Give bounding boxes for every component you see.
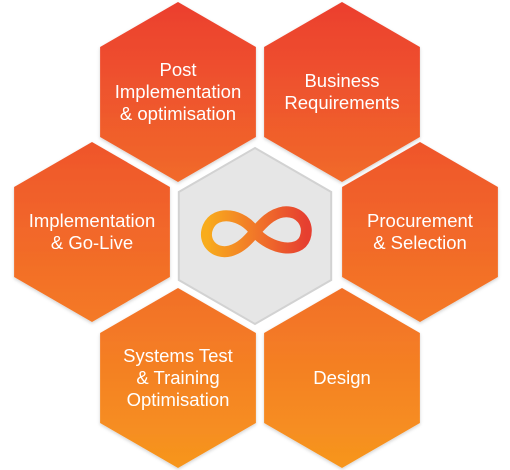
stage-label-line: & Go-Live: [51, 232, 133, 253]
stage-label-line: Design: [313, 367, 371, 388]
stage-label-line: Systems Test: [123, 345, 233, 366]
infinity-loop-icon: [201, 206, 312, 258]
stage-label-line: Requirements: [284, 92, 399, 113]
stage-hexagon-shape: [14, 142, 170, 322]
stage-label-design: Design: [313, 367, 371, 388]
stage-label-line: & Training: [136, 367, 219, 388]
stage-label-line: Business: [304, 70, 379, 91]
stage-label-line: Implementation: [115, 81, 241, 102]
stage-hexagon-shape: [100, 2, 256, 182]
center-hexagon: [177, 146, 333, 326]
stage-hexagon-design: Design: [264, 288, 420, 468]
stage-label-procurement-selection: Procurement& Selection: [367, 210, 473, 253]
infinity-loop-path: [201, 206, 312, 258]
stage-hexagon-shape: [264, 2, 420, 182]
stage-label-line: Optimisation: [127, 389, 230, 410]
stage-label-line: Procurement: [367, 210, 473, 231]
stage-hexagon-procurement-selection: Procurement& Selection: [342, 142, 498, 322]
stage-hexagon-shape: [342, 142, 498, 322]
stage-label-implementation-go-live: Implementation& Go-Live: [29, 210, 155, 253]
stage-label-line: Post: [159, 59, 196, 80]
stage-hexagon-implementation-go-live: Implementation& Go-Live: [14, 142, 170, 322]
stage-label-line: & Selection: [373, 232, 467, 253]
stage-hexagon-shape: [264, 288, 420, 468]
stage-hexagon-shape: [100, 288, 256, 468]
stage-label-line: & optimisation: [120, 103, 236, 124]
stage-label-line: Implementation: [29, 210, 155, 231]
